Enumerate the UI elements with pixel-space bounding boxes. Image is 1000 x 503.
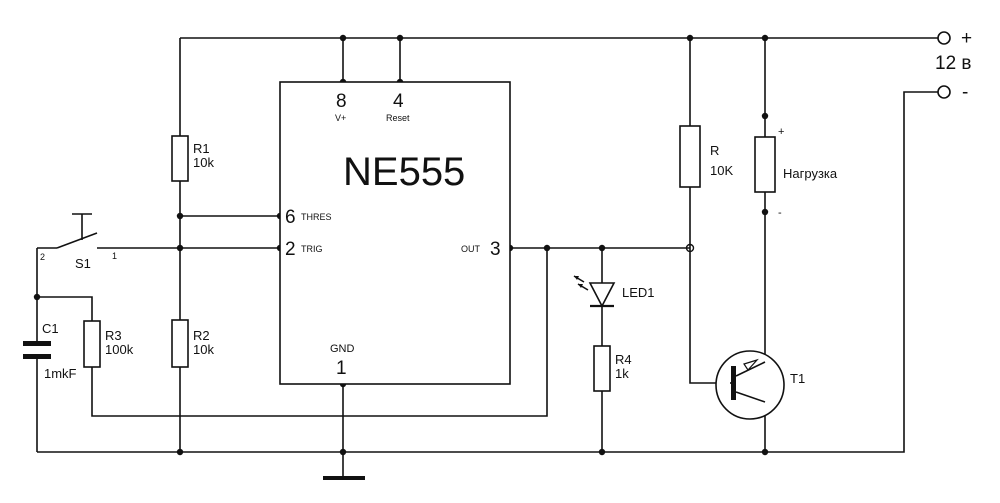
svg-text:2: 2 — [40, 252, 45, 262]
resistor-r4: R4 1k — [593, 345, 632, 392]
pin3-number: 3 — [490, 239, 501, 260]
svg-text:R3: R3 — [105, 328, 122, 343]
svg-text:S1: S1 — [75, 256, 91, 271]
svg-text:100k: 100k — [105, 342, 134, 357]
svg-text:+: + — [778, 126, 784, 138]
pin6-name: THRES — [301, 212, 332, 222]
svg-text:1: 1 — [112, 251, 117, 261]
wires — [36, 37, 938, 478]
power-minus: - — [962, 82, 968, 103]
pin2-number: 2 — [285, 239, 296, 260]
pin8-name: V+ — [335, 113, 346, 123]
switch-s1: 2 1 S1 — [37, 213, 120, 271]
svg-text:1k: 1k — [615, 366, 629, 381]
load: + - Нагрузка — [754, 126, 838, 219]
led1: LED1 — [573, 275, 655, 308]
power-terminals: + 12 в - — [935, 28, 972, 103]
svg-text:T1: T1 — [790, 371, 805, 386]
power-plus: + — [961, 28, 972, 49]
pin3-name: OUT — [461, 244, 481, 254]
svg-text:R: R — [710, 143, 719, 158]
ne555-chip: NE555 8 V+ 4 Reset 6 THRES 2 TRIG 3 OUT … — [279, 81, 511, 385]
svg-text:C1: C1 — [42, 321, 59, 336]
svg-text:R2: R2 — [193, 328, 210, 343]
resistor-r3: R3 100k — [83, 320, 134, 368]
pin4-number: 4 — [393, 91, 404, 112]
pin2-name: TRIG — [301, 244, 323, 254]
pin1-name: GND — [330, 343, 355, 355]
resistor-r: R 10K — [679, 125, 733, 188]
chip-title: NE555 — [343, 150, 465, 194]
svg-text:10k: 10k — [193, 155, 214, 170]
pin4-name: Reset — [386, 113, 410, 123]
svg-text:R1: R1 — [193, 141, 210, 156]
pin8-number: 8 — [336, 91, 347, 112]
transistor-t1: T1 — [715, 350, 805, 420]
ground-symbol — [323, 476, 365, 480]
svg-text:-: - — [778, 207, 782, 219]
svg-text:10k: 10k — [193, 342, 214, 357]
svg-text:10K: 10K — [710, 163, 733, 178]
resistor-r1: R1 10k — [171, 135, 214, 182]
pin1-number: 1 — [336, 358, 347, 379]
pin6-number: 6 — [285, 207, 296, 228]
resistor-r2: R2 10k — [171, 319, 214, 368]
power-voltage: 12 в — [935, 53, 972, 74]
svg-text:R4: R4 — [615, 352, 632, 367]
svg-text:Нагрузка: Нагрузка — [783, 166, 838, 181]
svg-text:LED1: LED1 — [622, 285, 655, 300]
capacitor-c1: C1 1mkF — [23, 321, 77, 381]
svg-text:1mkF: 1mkF — [44, 366, 77, 381]
